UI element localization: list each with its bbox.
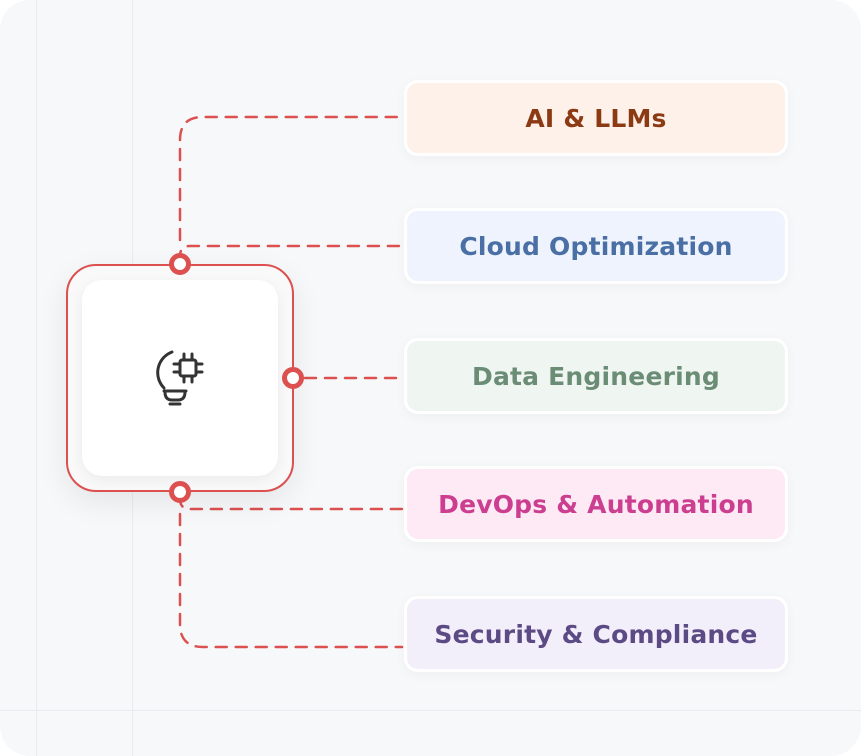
connector-security bbox=[178, 512, 404, 649]
topic-label: AI & LLMs bbox=[525, 103, 667, 133]
hub-card bbox=[82, 280, 278, 476]
grid-line bbox=[0, 710, 861, 711]
topic-cloud-optimization: Cloud Optimization bbox=[404, 208, 788, 284]
topic-ai-llms: AI & LLMs bbox=[404, 80, 788, 156]
topic-label: Security & Compliance bbox=[434, 619, 758, 649]
topic-label: Cloud Optimization bbox=[459, 231, 733, 261]
central-hub-node bbox=[66, 264, 294, 492]
hub-port-right bbox=[282, 367, 304, 389]
topic-devops-automation: DevOps & Automation bbox=[404, 466, 788, 542]
connector-cloud bbox=[178, 244, 404, 264]
grid-line bbox=[36, 0, 37, 756]
topic-data-engineering: Data Engineering bbox=[404, 338, 788, 414]
topic-label: Data Engineering bbox=[472, 361, 720, 391]
topic-security-compliance: Security & Compliance bbox=[404, 596, 788, 672]
topic-label: DevOps & Automation bbox=[438, 489, 754, 519]
hub-port-bottom bbox=[169, 481, 191, 503]
lightbulb-chip-icon bbox=[156, 350, 204, 406]
hub-port-top bbox=[169, 253, 191, 275]
connector-devops bbox=[178, 498, 404, 511]
connector-ai bbox=[178, 115, 404, 242]
